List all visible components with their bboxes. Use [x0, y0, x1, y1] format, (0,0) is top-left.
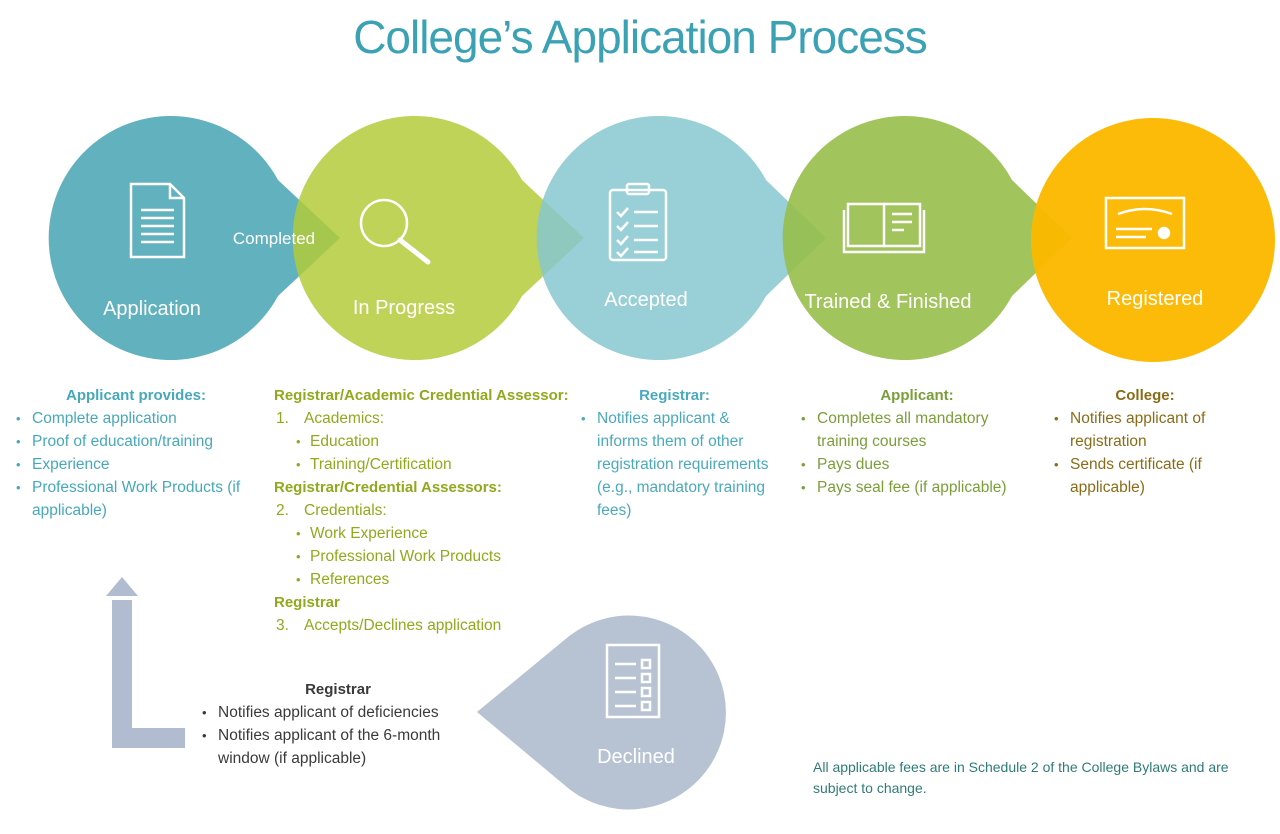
declined-list: Notifies applicant of deficiencies Notif… [198, 701, 478, 770]
list-item: Accepts/Declines application [274, 614, 584, 637]
fees-note: All applicable fees are in Schedule 2 of… [813, 759, 1229, 796]
trained-heading: Applicant: [880, 387, 954, 404]
stage-shape-accepted [536, 115, 826, 360]
list-item: Education [274, 430, 584, 453]
list-item: Professional Work Products [274, 545, 584, 568]
list-item: Notifies applicant of the 6-month window… [198, 724, 478, 770]
in-progress-list: Academics: Education Training/Certificat… [274, 407, 584, 476]
application-heading: Applicant provides: [65, 387, 207, 404]
in-progress-heading-2: Registrar/Credential Assessors: [274, 479, 502, 496]
stage-shape-in-progress [292, 115, 584, 360]
registered-heading: College: [1115, 387, 1175, 404]
in-progress-list-3: Accepts/Declines application [274, 614, 584, 637]
declined-details: Registrar Notifies applicant of deficien… [198, 678, 478, 770]
list-item: Training/Certification [274, 453, 584, 476]
stage-label-trained: Trained & Finished [804, 291, 971, 313]
connector-label-completed: Completed [233, 229, 315, 248]
stage-label-registered: Registered [1107, 288, 1204, 310]
application-details: Applicant provides: Complete application… [12, 384, 260, 522]
in-progress-details: Registrar/Academic Credential Assessor: … [274, 384, 584, 637]
checklist-icon [605, 643, 661, 719]
declined-heading: Registrar [305, 681, 371, 698]
trained-details: Applicant: Completes all mandatory train… [797, 384, 1037, 499]
in-progress-heading-1: Registrar/Academic Credential Assessor: [274, 387, 569, 404]
list-item: Experience [12, 453, 260, 476]
registered-details: College: Notifies applicant of registrat… [1050, 384, 1240, 499]
certificate-icon [1104, 196, 1186, 250]
trained-list: Completes all mandatory training courses… [797, 407, 1037, 499]
clipboard-checklist-icon [608, 182, 668, 262]
stage-shape-registered [1031, 118, 1275, 362]
page-title: College’s Application Process [353, 11, 928, 63]
list-item: Work Experience [274, 522, 584, 545]
list-item: Proof of education/training [12, 430, 260, 453]
stage-shape-declined [477, 615, 726, 810]
stage-label-declined: Declined [597, 746, 675, 768]
in-progress-heading-3: Registrar [274, 594, 340, 611]
application-list: Complete application Proof of education/… [12, 407, 260, 522]
return-arrowhead [106, 577, 138, 596]
list-item: Notifies applicant of deficiencies [198, 701, 478, 724]
return-arrow [112, 600, 185, 748]
stage-label-in-progress: In Progress [353, 297, 455, 319]
registered-list: Notifies applicant of registration Sends… [1050, 407, 1240, 499]
open-book-icon [842, 202, 926, 254]
stage-shape-trained [782, 115, 1072, 360]
list-item: Complete application [12, 407, 260, 430]
magnifier-icon [359, 198, 431, 265]
list-item: Pays seal fee (if applicable) [797, 476, 1037, 499]
list-item: Pays dues [797, 453, 1037, 476]
accepted-list: Notifies applicant & informs them of oth… [577, 407, 772, 522]
list-item: Notifies applicant & informs them of oth… [577, 407, 772, 522]
list-item: Notifies applicant of registration [1050, 407, 1240, 453]
list-item: Professional Work Products (if applicabl… [12, 476, 260, 522]
list-item: Credentials: [274, 499, 584, 522]
stage-label-accepted: Accepted [604, 289, 687, 311]
list-item: References [274, 568, 584, 591]
stage-label-application: Application [103, 298, 201, 320]
document-icon [129, 182, 186, 259]
list-item: Sends certificate (if applicable) [1050, 453, 1240, 499]
accepted-heading: Registrar: [639, 387, 710, 404]
list-item: Academics: [274, 407, 584, 430]
in-progress-list-2: Credentials: Work Experience Professiona… [274, 499, 584, 591]
accepted-details: Registrar: Notifies applicant & informs … [577, 384, 772, 522]
list-item: Completes all mandatory training courses [797, 407, 1037, 453]
stage-shape-application [48, 115, 341, 360]
